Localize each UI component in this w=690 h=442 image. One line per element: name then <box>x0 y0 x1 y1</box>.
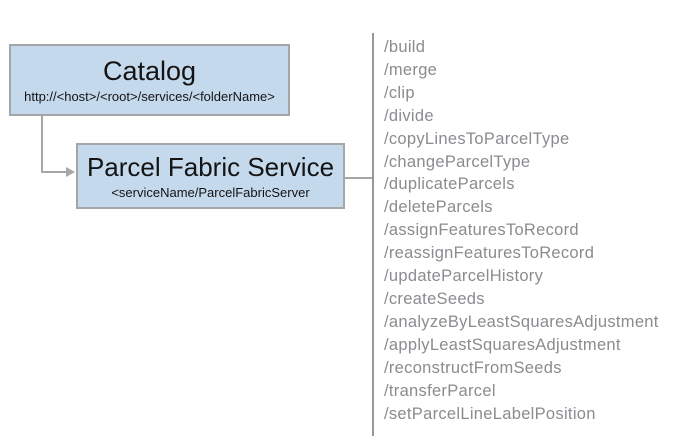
endpoint-item: /updateParcelHistory <box>384 267 544 286</box>
endpoint-item: /createSeeds <box>384 289 485 308</box>
endpoint-item: /divide <box>384 106 434 125</box>
operations-list: /build/merge/clip/divide/copyLinesToParc… <box>384 36 659 425</box>
catalog-url-template: http://<host>/<root>/services/<folderNam… <box>24 88 275 104</box>
endpoint-item: /build <box>384 38 426 56</box>
endpoint-item: /transferParcel <box>384 381 496 400</box>
catalog-node: Catalog http://<host>/<root>/services/<f… <box>9 44 290 116</box>
connector-arrowhead-icon <box>66 167 75 177</box>
endpoint-item: /copyLinesToParcelType <box>384 129 570 148</box>
catalog-to-service-connector-vertical <box>41 116 43 173</box>
endpoint-item: /duplicateParcels <box>384 175 515 194</box>
service-title: Parcel Fabric Service <box>86 151 335 182</box>
endpoint-item: /reconstructFromSeeds <box>384 358 562 377</box>
parcel-fabric-service-node: Parcel Fabric Service <serviceName/Parce… <box>76 143 345 209</box>
catalog-to-service-connector-horizontal <box>41 171 67 173</box>
operations-separator-line <box>372 33 374 436</box>
service-url-template: <serviceName/ParcelFabricServer <box>111 184 310 200</box>
endpoint-item: /reassignFeaturesToRecord <box>384 244 595 263</box>
endpoint-item: /setParcelLineLabelPosition <box>384 404 596 423</box>
endpoint-item: /assignFeaturesToRecord <box>384 221 579 240</box>
endpoint-item: /changeParcelType <box>384 152 531 171</box>
catalog-title: Catalog <box>102 55 197 86</box>
service-to-operations-connector <box>344 177 373 179</box>
endpoint-item: /deleteParcels <box>384 198 493 217</box>
endpoint-item: /applyLeastSquaresAdjustment <box>384 335 621 354</box>
endpoint-item: /merge <box>384 60 438 79</box>
endpoint-item: /analyzeByLeastSquaresAdjustment <box>384 312 659 331</box>
endpoint-item: /clip <box>384 83 415 102</box>
